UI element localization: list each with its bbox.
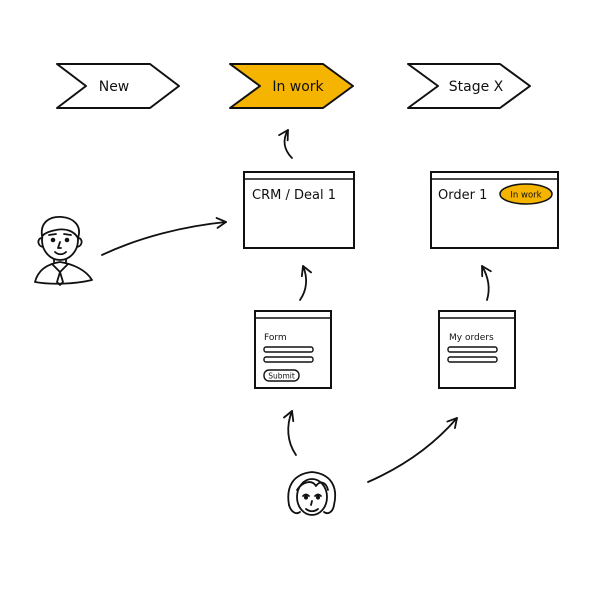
stage-x-label: Stage X <box>449 79 504 95</box>
man-avatar-icon <box>34 216 93 286</box>
stage-in-work: In work <box>229 63 354 109</box>
stage-x: Stage X <box>407 63 531 109</box>
order-title: Order 1 <box>438 188 487 203</box>
form-field-2[interactable] <box>263 356 314 363</box>
my-orders-title: My orders <box>449 333 494 343</box>
stage-x-chevron <box>407 63 531 109</box>
stage-new-label: New <box>99 79 130 95</box>
order-row-1[interactable] <box>447 346 498 353</box>
arrow-manager-to-crm <box>101 216 227 256</box>
arrow-customer-to-form <box>283 410 297 456</box>
arrow-orders-to-order <box>481 265 492 301</box>
stage-new: New <box>56 63 180 109</box>
status-badge: In work <box>499 183 553 205</box>
order-row-2[interactable] <box>447 356 498 363</box>
form-field-1[interactable] <box>263 346 314 353</box>
crm-deal-window: CRM / Deal 1 <box>243 171 355 249</box>
form-window: Form Submit <box>254 310 332 389</box>
stage-new-chevron <box>56 63 180 109</box>
arrow-customer-to-orders <box>367 417 458 483</box>
submit-button-label: Submit <box>268 372 295 381</box>
stage-in-work-label: In work <box>272 79 324 95</box>
form-title: Form <box>264 333 287 343</box>
arrow-form-to-crm <box>299 265 312 301</box>
submit-button[interactable]: Submit <box>263 369 300 382</box>
crm-deal-title: CRM / Deal 1 <box>252 188 336 203</box>
order-window: Order 1 In work <box>430 171 559 249</box>
stage-in-work-chevron <box>229 63 354 109</box>
my-orders-window: My orders <box>438 310 516 389</box>
woman-avatar-icon <box>287 471 336 516</box>
status-badge-label: In work <box>510 191 541 201</box>
arrow-crm-to-stage <box>278 129 293 159</box>
